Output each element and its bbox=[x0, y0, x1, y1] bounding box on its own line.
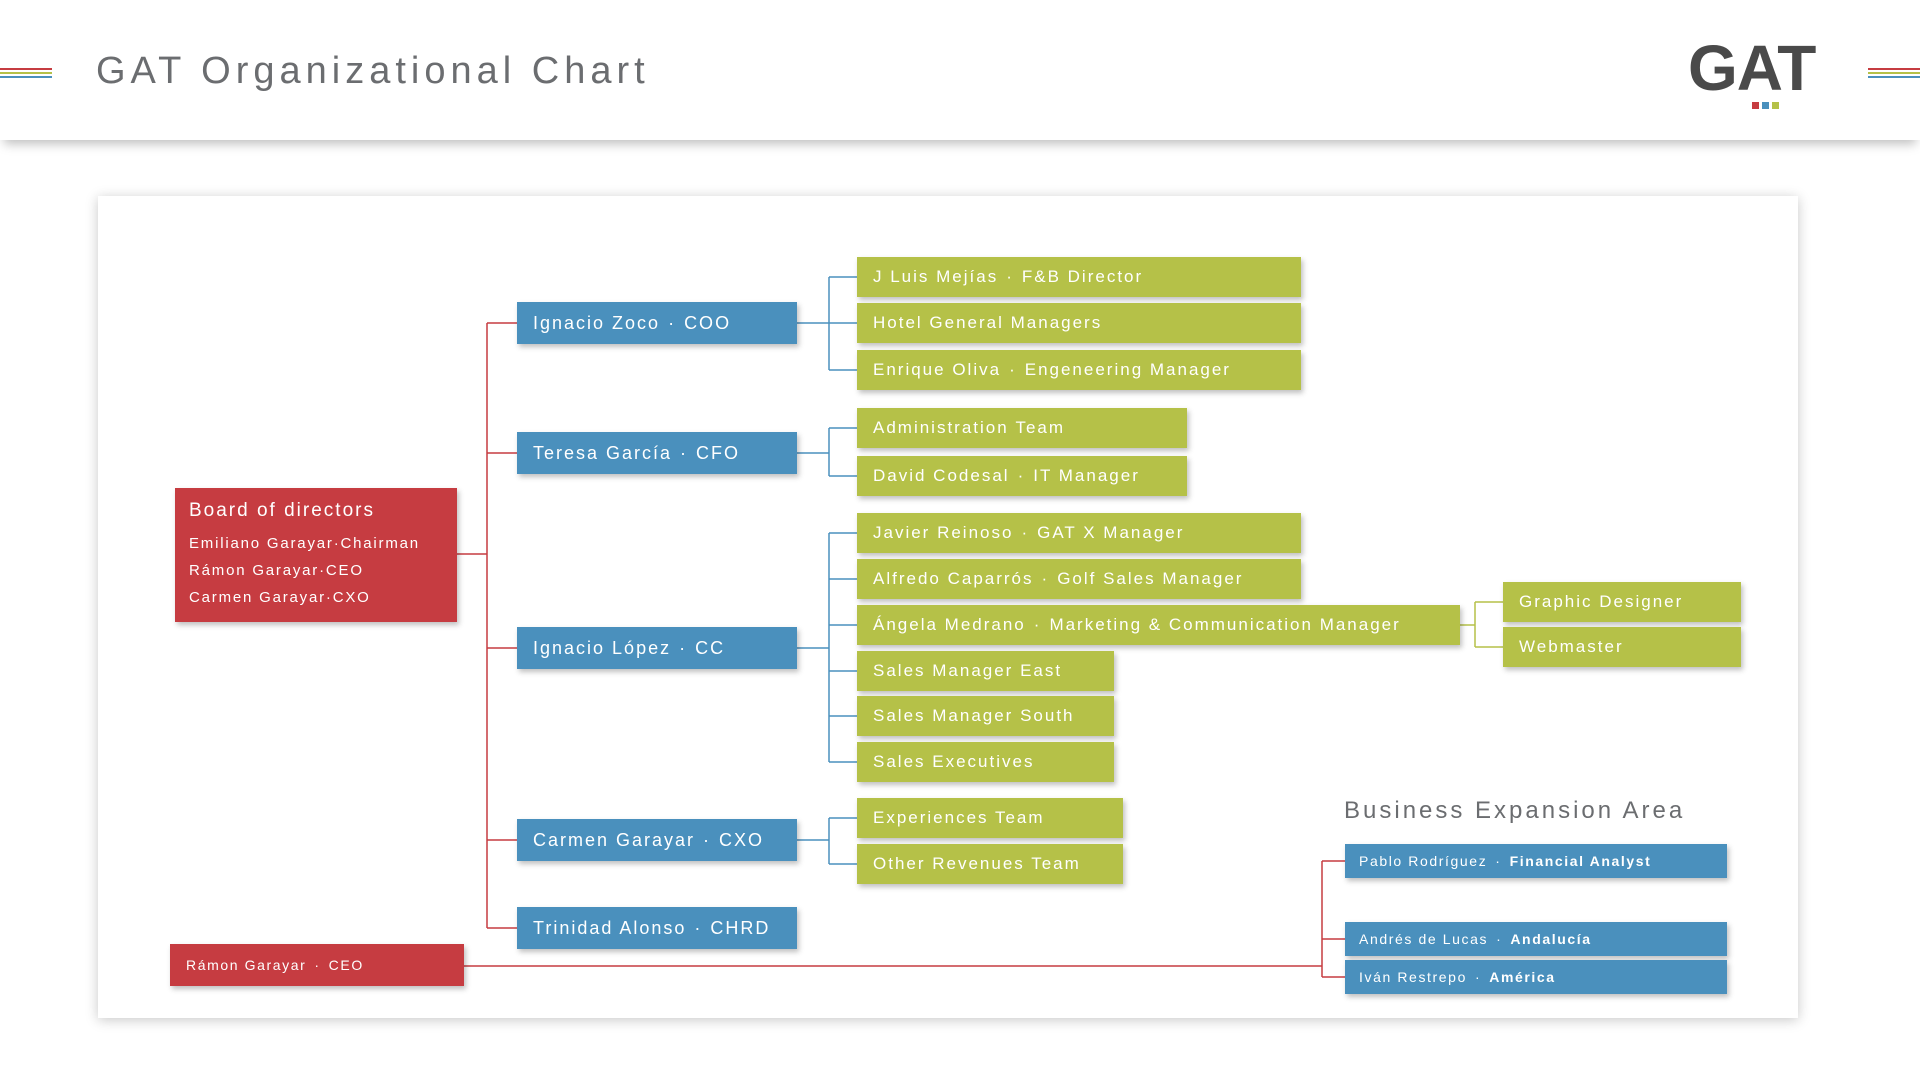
logo-dot-red bbox=[1752, 102, 1759, 109]
webmaster-box[interactable]: Webmaster bbox=[1503, 627, 1741, 667]
marketing-manager-box[interactable]: Ángela Medrano·Marketing & Communication… bbox=[857, 605, 1460, 645]
report-role: IT Manager bbox=[1033, 466, 1140, 485]
sales-executives-box[interactable]: Sales Executives bbox=[857, 742, 1114, 782]
exec-role: CXO bbox=[719, 829, 765, 850]
report-name: Administration bbox=[873, 418, 1009, 437]
header-stripes-left bbox=[0, 68, 52, 82]
logo-text: GAT bbox=[1688, 32, 1816, 104]
report-name: Ángela Medrano bbox=[873, 615, 1026, 634]
member-role: Andalucía bbox=[1510, 931, 1592, 947]
other-revenues-team-box[interactable]: Other Revenues Team bbox=[857, 844, 1123, 884]
member-name: Andrés de Lucas bbox=[1359, 931, 1489, 947]
member-name: Emiliano Garayar bbox=[189, 535, 334, 552]
sales-manager-south-box[interactable]: Sales Manager South bbox=[857, 696, 1114, 736]
coo-report-box[interactable]: J Luis Mejías·F&B Director bbox=[857, 257, 1301, 297]
coo-report-box[interactable]: Hotel General Managers bbox=[857, 303, 1301, 343]
report-role: Graphic Designer bbox=[1519, 592, 1684, 611]
report-role: Team bbox=[1015, 418, 1066, 437]
exec-role: CC bbox=[695, 637, 726, 658]
stripe-green bbox=[0, 72, 52, 74]
sales-manager-east-box[interactable]: Sales Manager East bbox=[857, 651, 1114, 691]
board-member: Rámon Garayar·CEO bbox=[189, 562, 364, 579]
report-name: Alfredo Caparrós bbox=[873, 569, 1034, 588]
report-role: Sales Manager South bbox=[873, 706, 1075, 725]
member-role: Financial Analyst bbox=[1509, 853, 1652, 869]
expansion-member-box[interactable]: Andrés de Lucas·Andalucía bbox=[1345, 922, 1727, 956]
board-member: Emiliano Garayar·Chairman bbox=[189, 535, 420, 552]
ceo-box[interactable]: Rámon Garayar·CEO bbox=[170, 944, 464, 986]
report-role: Golf Sales Manager bbox=[1057, 569, 1244, 588]
board-title: Board of directors bbox=[189, 500, 375, 521]
ceo-name: Rámon Garayar bbox=[186, 957, 307, 973]
exec-cxo-box[interactable]: Carmen Garayar·CXO bbox=[517, 819, 797, 861]
executive-connectors bbox=[797, 276, 857, 865]
report-name: Javier Reinoso bbox=[873, 523, 1014, 542]
member-role: CXO bbox=[332, 589, 371, 606]
stripe-green bbox=[1868, 72, 1920, 74]
expansion-member-box[interactable]: Pablo Rodríguez·Financial Analyst bbox=[1345, 844, 1727, 878]
header-stripes-right bbox=[1868, 68, 1920, 82]
stripe-blue bbox=[1868, 76, 1920, 78]
report-name: Hotel General bbox=[873, 313, 1004, 332]
report-role: F&B Director bbox=[1021, 267, 1144, 286]
exec-cfo-box[interactable]: Teresa García·CFO bbox=[517, 432, 797, 474]
gat-logo: GAT bbox=[1688, 36, 1828, 116]
exec-cc-box[interactable]: Ignacio López·CC bbox=[517, 627, 797, 669]
exec-name: Teresa García bbox=[533, 442, 673, 463]
report-role: Engeneering Manager bbox=[1024, 360, 1231, 379]
page-header: GAT Organizational Chart GAT bbox=[0, 0, 1920, 140]
report-role: Other Revenues Team bbox=[873, 854, 1081, 873]
report-role: Marketing & Communication Manager bbox=[1049, 615, 1401, 634]
marketing-connectors bbox=[1460, 601, 1503, 648]
logo-dot-blue bbox=[1762, 102, 1769, 109]
board-of-directors: Board of directors Emiliano Garayar·Chai… bbox=[175, 488, 457, 622]
member-role: CEO bbox=[325, 562, 364, 579]
exec-name: Trinidad Alonso bbox=[533, 917, 687, 938]
exec-name: Ignacio López bbox=[533, 637, 672, 658]
report-role: Webmaster bbox=[1519, 637, 1624, 656]
member-name: Iván Restrepo bbox=[1359, 969, 1467, 985]
expansion-member-box[interactable]: Iván Restrepo·América bbox=[1345, 960, 1727, 994]
exec-name: Carmen Garayar bbox=[533, 829, 696, 850]
report-role: Managers bbox=[1010, 313, 1103, 332]
report-role: Sales Manager East bbox=[873, 661, 1063, 680]
exec-coo-box[interactable]: Ignacio Zoco·COO bbox=[517, 302, 797, 344]
member-role: Chairman bbox=[340, 535, 420, 552]
cfo-report-box[interactable]: David Codesal·IT Manager bbox=[857, 456, 1187, 496]
exec-role: CFO bbox=[696, 442, 741, 463]
business-expansion-title: Business Expansion Area bbox=[1344, 797, 1686, 824]
stripe-blue bbox=[0, 76, 52, 78]
graphic-designer-box[interactable]: Graphic Designer bbox=[1503, 582, 1741, 622]
page-title: GAT Organizational Chart bbox=[96, 50, 650, 92]
stripe-red bbox=[0, 68, 52, 70]
exec-name: Ignacio Zoco bbox=[533, 312, 661, 333]
member-name: Carmen Garayar bbox=[189, 589, 326, 606]
logo-dots bbox=[1752, 102, 1779, 109]
report-role: GAT X Manager bbox=[1037, 523, 1185, 542]
board-connectors bbox=[457, 322, 1345, 978]
member-name: Pablo Rodríguez bbox=[1359, 853, 1488, 869]
report-role: Experiences Team bbox=[873, 808, 1045, 827]
member-role: América bbox=[1489, 969, 1556, 985]
exec-role: CHRD bbox=[710, 917, 771, 938]
experiences-team-box[interactable]: Experiences Team bbox=[857, 798, 1123, 838]
cc-report-box[interactable]: Javier Reinoso·GAT X Manager bbox=[857, 513, 1301, 553]
cfo-report-box[interactable]: Administration Team bbox=[857, 408, 1187, 448]
board-member: Carmen Garayar·CXO bbox=[189, 589, 371, 606]
ceo-role: CEO bbox=[328, 957, 364, 973]
member-name: Rámon Garayar bbox=[189, 562, 320, 579]
cc-report-box[interactable]: Alfredo Caparrós·Golf Sales Manager bbox=[857, 559, 1301, 599]
report-name: Enrique Oliva bbox=[873, 360, 1002, 379]
coo-report-box[interactable]: Enrique Oliva·Engeneering Manager bbox=[857, 350, 1301, 390]
exec-chrd-box[interactable]: Trinidad Alonso·CHRD bbox=[517, 907, 797, 949]
report-name: David Codesal bbox=[873, 466, 1010, 485]
report-name: J Luis Mejías bbox=[873, 267, 999, 286]
logo-dot-green bbox=[1772, 102, 1779, 109]
report-role: Sales Executives bbox=[873, 752, 1035, 771]
exec-role: COO bbox=[684, 312, 732, 333]
stripe-red bbox=[1868, 68, 1920, 70]
